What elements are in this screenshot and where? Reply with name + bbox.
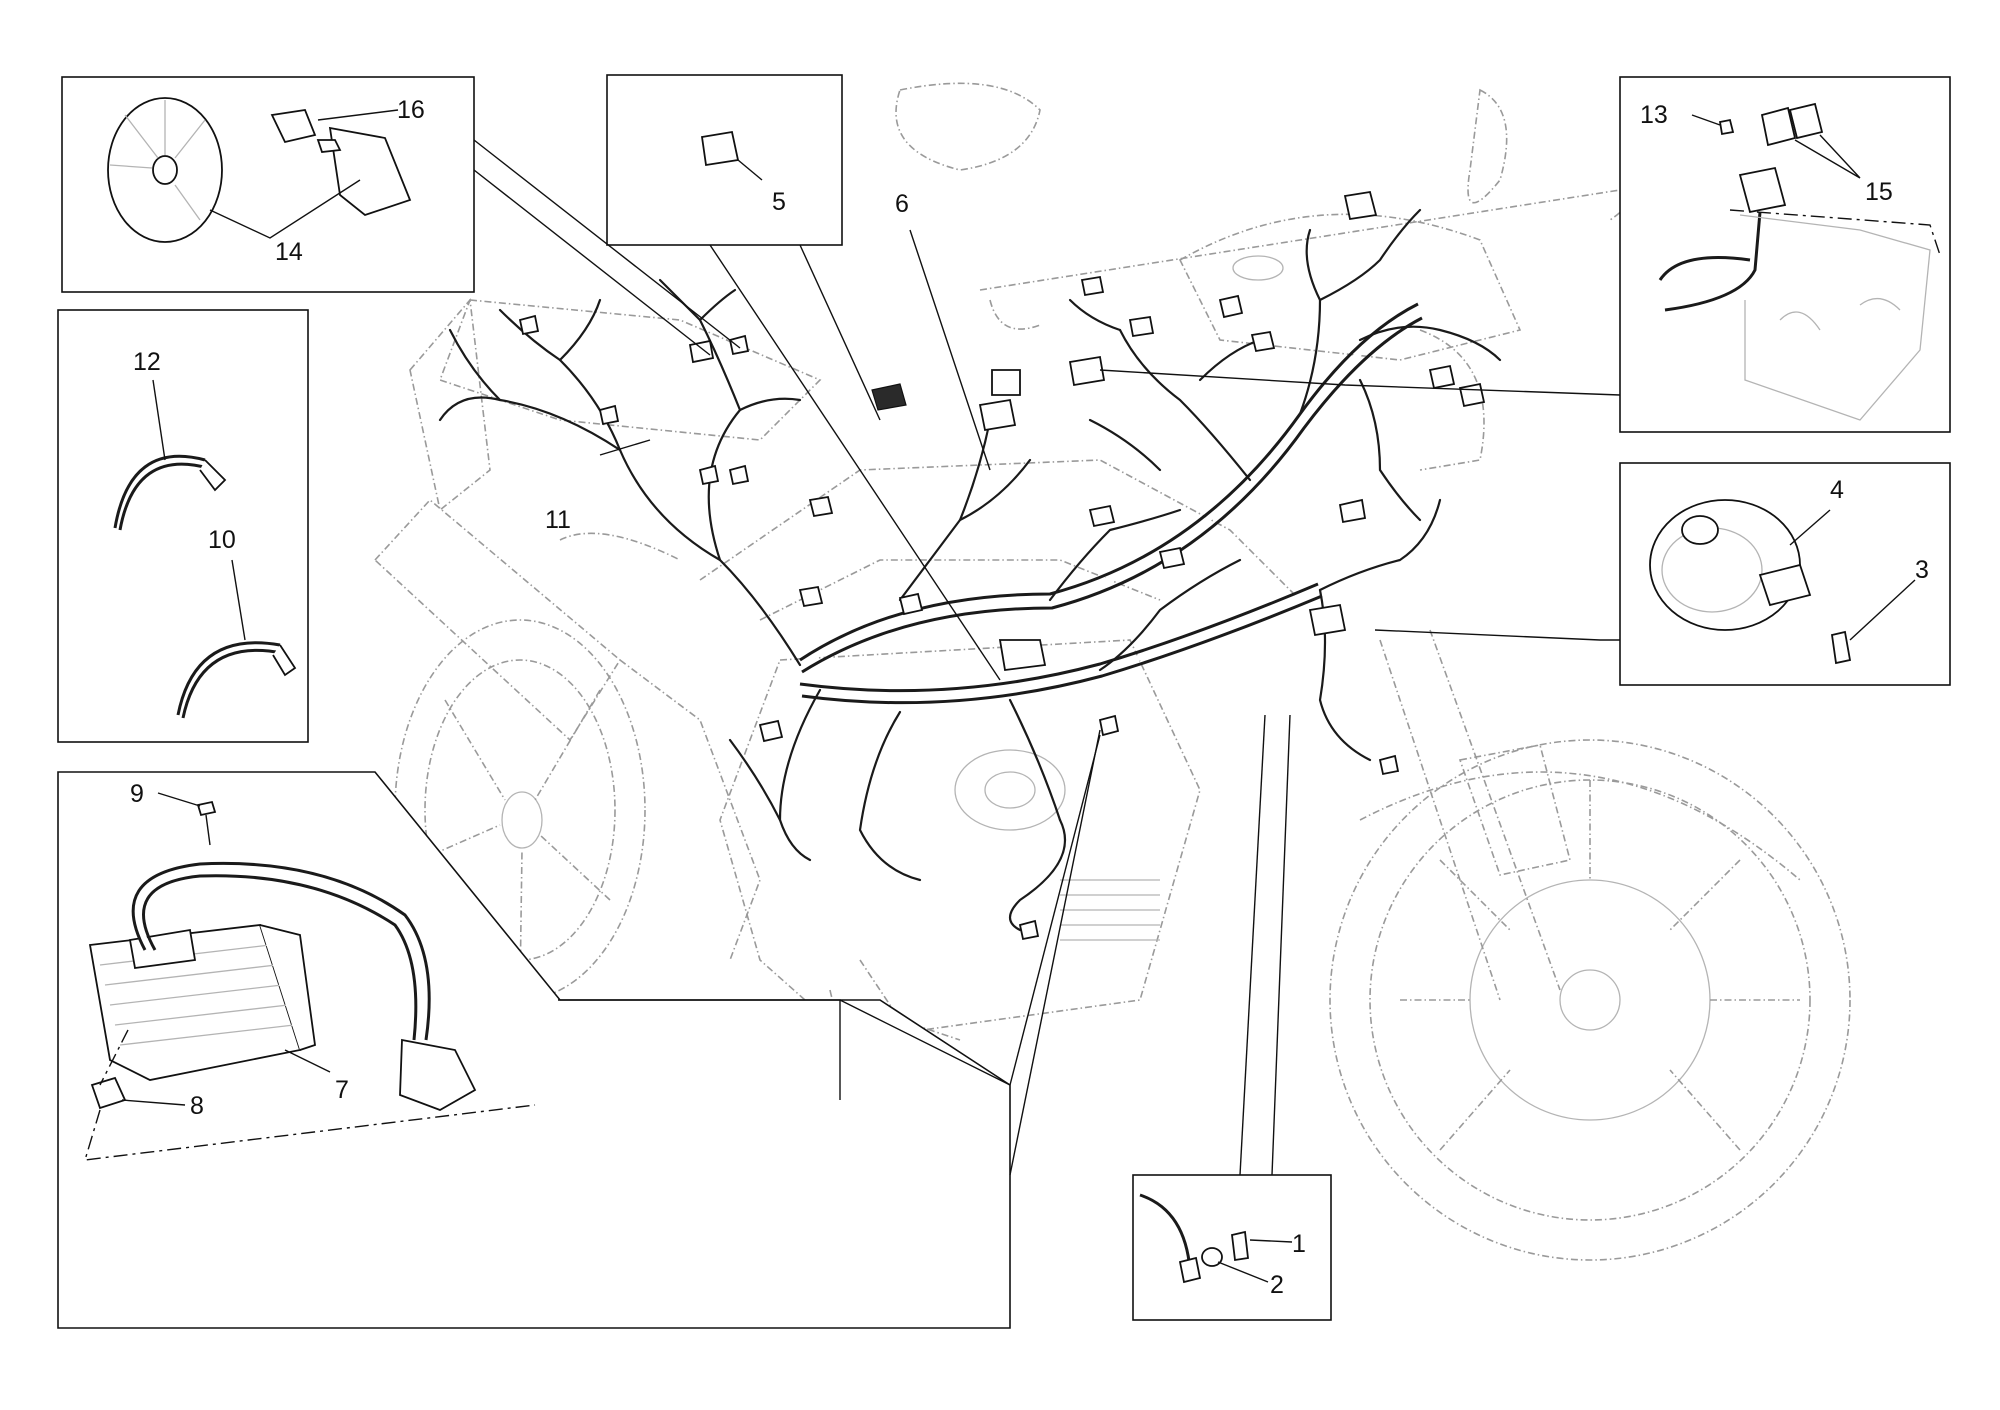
sensor-14-icon [328, 126, 412, 217]
cable-tie-10-icon [176, 641, 281, 716]
regulator-connector-icon [399, 1038, 477, 1111]
leader-lines [473, 139, 1621, 1176]
relay-15-icon [1760, 106, 1797, 147]
connector-16-icon [270, 109, 317, 144]
callout-9: 9 [130, 780, 144, 808]
callout-8: 8 [190, 1092, 204, 1120]
callout-4: 4 [1830, 476, 1844, 504]
callout-10: 10 [208, 526, 236, 554]
inset-fuse [606, 74, 843, 246]
callout-13: 13 [1640, 101, 1668, 129]
washer-2-icon [1201, 1247, 1223, 1267]
inset-voltage-regulator [57, 771, 1011, 1329]
callout-labels: 1 2 3 4 5 6 7 8 9 10 11 12 13 14 15 16 [130, 96, 1929, 1299]
callout-16: 16 [397, 96, 425, 124]
callout-5: 5 [772, 188, 786, 216]
bolt-1-icon [1231, 1230, 1249, 1262]
inset-cable-ties [57, 309, 309, 743]
screw-9-icon [196, 800, 217, 817]
fuse-5-icon [700, 130, 740, 167]
callout-6: 6 [895, 190, 909, 218]
inset-horn [1619, 462, 1951, 686]
callout-3: 3 [1915, 556, 1929, 584]
callout-2: 2 [1270, 1271, 1284, 1299]
callout-7: 7 [335, 1076, 349, 1104]
inset-speed-sensor [61, 76, 475, 293]
callout-11: 11 [545, 506, 571, 534]
screw-13-icon [1718, 118, 1735, 136]
callout-1: 1 [1292, 1230, 1306, 1258]
screw-3-icon [1830, 630, 1852, 665]
callout-14: 14 [275, 238, 303, 266]
main-wiring-harness [438, 190, 1502, 941]
callout-15: 15 [1865, 178, 1893, 206]
callout-12: 12 [133, 348, 161, 376]
cable-tie-12-icon [113, 454, 206, 529]
inset-relay [1619, 76, 1951, 433]
inset-ground-bolt [1132, 1174, 1332, 1321]
